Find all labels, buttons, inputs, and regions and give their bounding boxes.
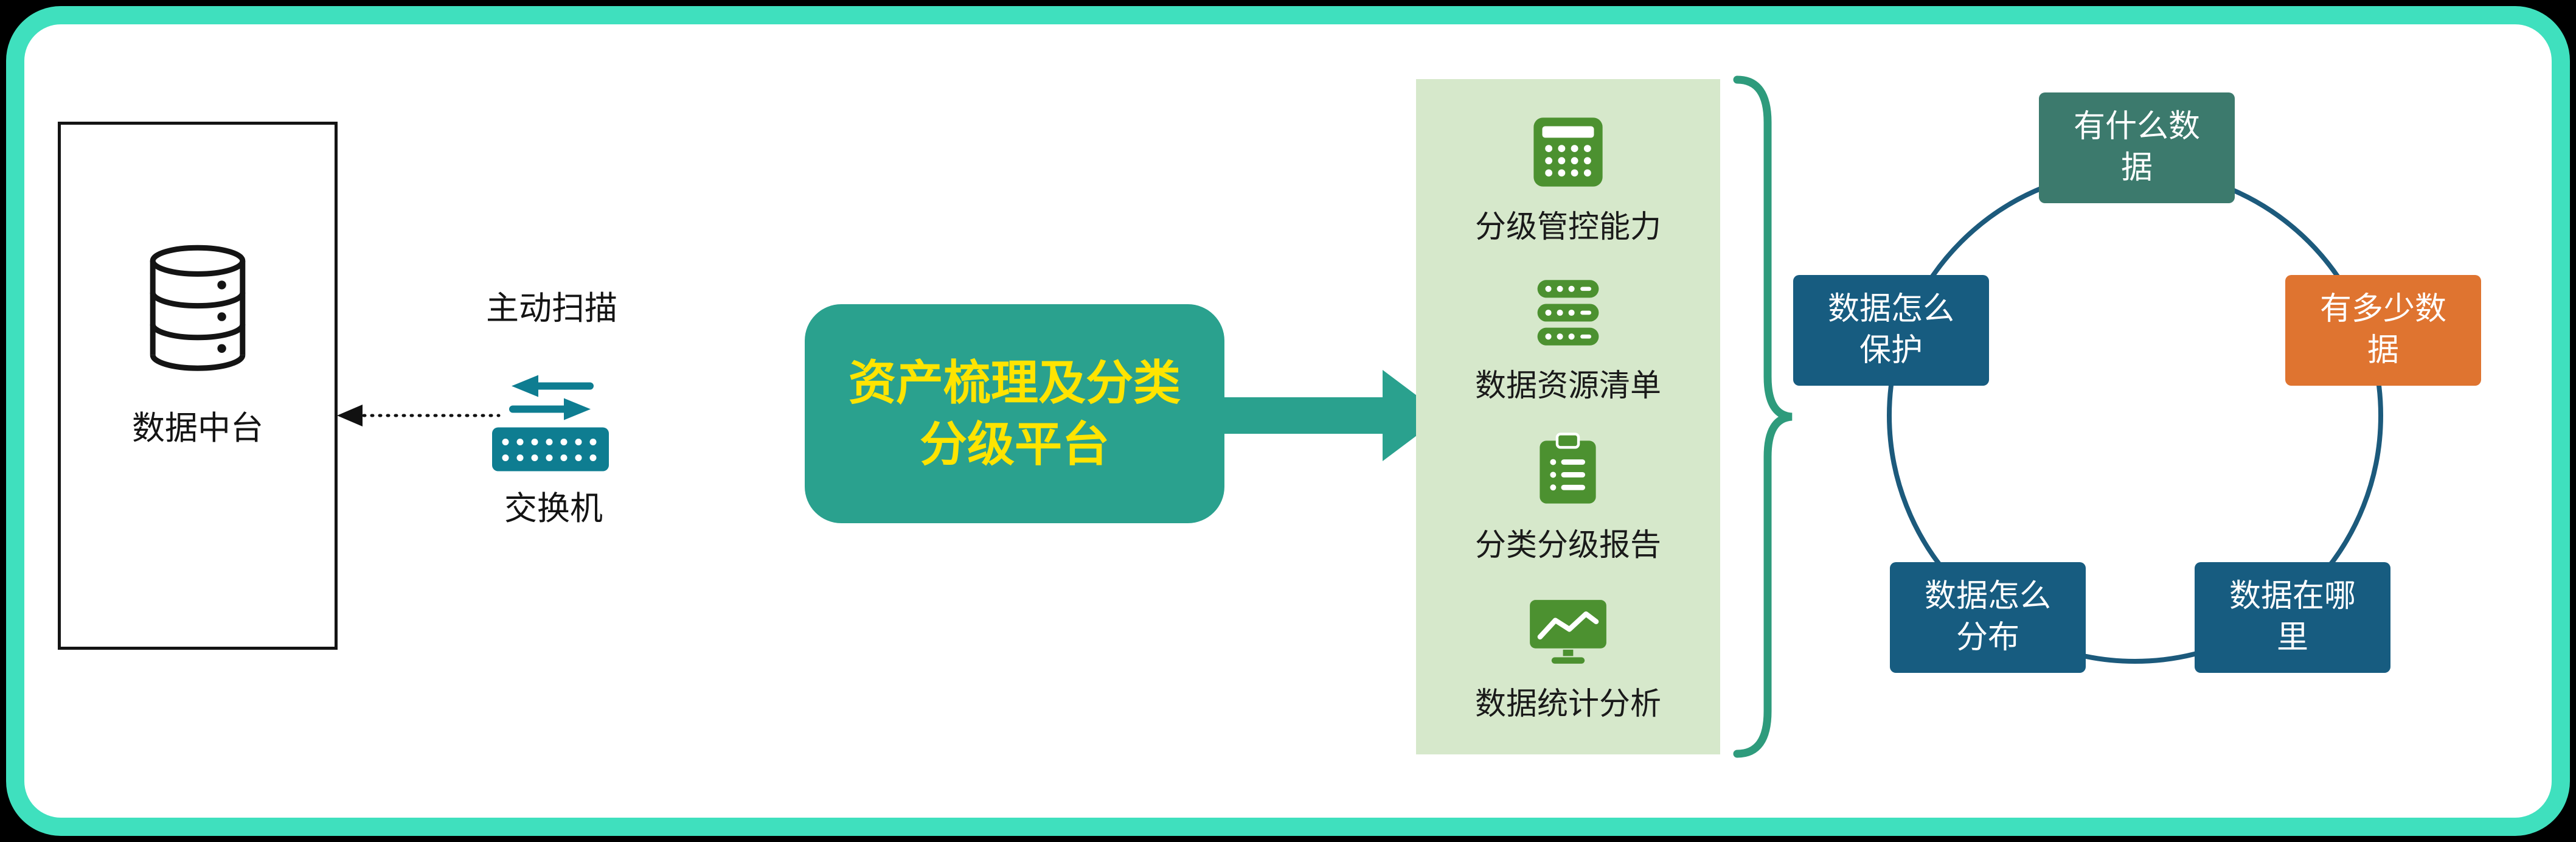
curly-brace-icon bbox=[1729, 75, 1797, 759]
clipboard-report-icon bbox=[1537, 428, 1599, 506]
data-center-box: 数据中台 bbox=[58, 122, 338, 650]
question-box-right: 有多少数 据 bbox=[2285, 275, 2481, 386]
capability-item: 数据统计分析 bbox=[1475, 587, 1661, 723]
database-icon bbox=[143, 243, 252, 378]
question-box-top: 有什么数 据 bbox=[2039, 92, 2235, 203]
question-box-left: 数据怎么 保护 bbox=[1793, 275, 1989, 386]
monitor-chart-icon bbox=[1529, 587, 1608, 665]
scan-arrow-icon bbox=[337, 405, 501, 426]
server-stack-icon bbox=[1534, 269, 1602, 347]
data-center-label: 数据中台 bbox=[132, 410, 263, 447]
switch-label: 交换机 bbox=[504, 490, 603, 527]
question-box-bottom-right: 数据在哪 里 bbox=[2195, 562, 2390, 673]
grid-table-icon bbox=[1532, 110, 1604, 188]
capability-label: 分类分级报告 bbox=[1474, 527, 1661, 562]
platform-title: 资产梳理及分类 分级平台 bbox=[848, 355, 1181, 471]
flow-arrow-icon bbox=[1220, 364, 1445, 467]
capability-item: 分级管控能力 bbox=[1475, 110, 1661, 246]
scan-label: 主动扫描 bbox=[486, 290, 617, 327]
network-switch-icon bbox=[490, 367, 611, 475]
capabilities-panel: 分级管控能力 数据资源清单 bbox=[1416, 79, 1720, 754]
capability-item: 数据资源清单 bbox=[1475, 269, 1661, 405]
capability-item: 分类分级报告 bbox=[1475, 428, 1661, 565]
capability-label: 分级管控能力 bbox=[1474, 209, 1661, 245]
question-box-bottom-left: 数据怎么 分布 bbox=[1890, 562, 2086, 673]
capability-label: 数据资源清单 bbox=[1474, 368, 1661, 403]
platform-box: 资产梳理及分类 分级平台 bbox=[805, 304, 1224, 523]
capability-label: 数据统计分析 bbox=[1474, 686, 1661, 721]
